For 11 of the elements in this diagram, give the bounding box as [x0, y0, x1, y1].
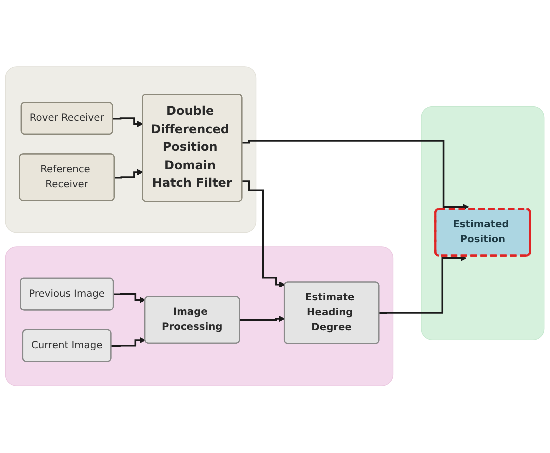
cluster	[5, 66, 257, 234]
arrow	[242, 180, 286, 288]
arrow	[379, 255, 467, 314]
arrow	[114, 169, 144, 179]
arrow	[112, 337, 146, 348]
arrow	[240, 316, 286, 322]
arrow	[113, 118, 144, 128]
cluster	[5, 246, 394, 386]
cluster	[421, 106, 545, 341]
arrow	[114, 293, 146, 304]
arrow	[242, 140, 470, 210]
